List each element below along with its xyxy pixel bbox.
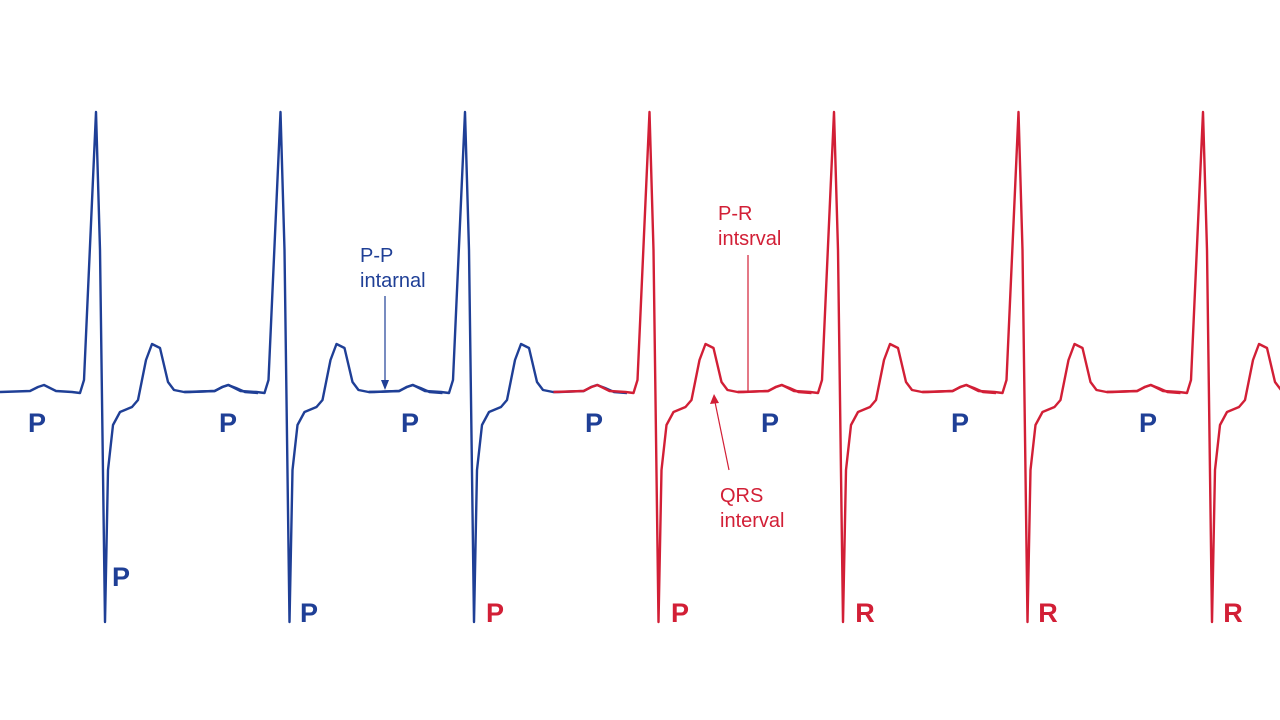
baseline-p-label-7: P — [1139, 408, 1157, 438]
trough-label-2: P — [300, 598, 318, 628]
trough-label-6: R — [1038, 598, 1058, 628]
pr-interval-title: P-R — [718, 203, 752, 225]
qrs-arrow-head — [710, 394, 719, 404]
qrs-interval-annotation: QRS interval — [710, 394, 784, 532]
ecg-beat-3 — [368, 110, 628, 624]
ecg-beat-2 — [184, 110, 443, 624]
trough-label-3: P — [486, 598, 504, 628]
ecg-beat-4 — [553, 110, 812, 624]
qrs-arrow-line — [714, 401, 730, 471]
ecg-beat-5 — [737, 110, 997, 624]
ecg-trace — [0, 110, 1280, 624]
baseline-p-label-2: P — [219, 408, 237, 438]
pp-interval-subtitle: intarnal — [360, 270, 426, 292]
pr-interval-subtitle: intsrval — [718, 228, 781, 250]
pp-arrow-head — [381, 380, 389, 390]
baseline-p-label-3: P — [401, 408, 419, 438]
ecg-beat-6 — [922, 110, 1181, 624]
pr-interval-annotation: P-R intsrval — [718, 203, 781, 392]
baseline-p-label-4: P — [585, 408, 603, 438]
pp-interval-annotation: P-P intarnal — [360, 245, 426, 390]
trough-label-7: R — [1223, 598, 1243, 628]
qrs-interval-title: QRS — [720, 485, 763, 507]
baseline-p-label-1: P — [28, 408, 46, 438]
ecg-beat-1 — [0, 110, 259, 624]
wave-labels: P P P P P P P P P P P R R R — [28, 408, 1243, 628]
ecg-beat-7 — [1106, 110, 1280, 624]
baseline-p-label-6: P — [951, 408, 969, 438]
pp-interval-title: P-P — [360, 245, 393, 267]
trough-label-1: P — [112, 562, 130, 592]
baseline-p-label-5: P — [761, 408, 779, 438]
trough-label-4: P — [671, 598, 689, 628]
qrs-interval-subtitle: interval — [720, 510, 784, 532]
trough-label-5: R — [855, 598, 875, 628]
